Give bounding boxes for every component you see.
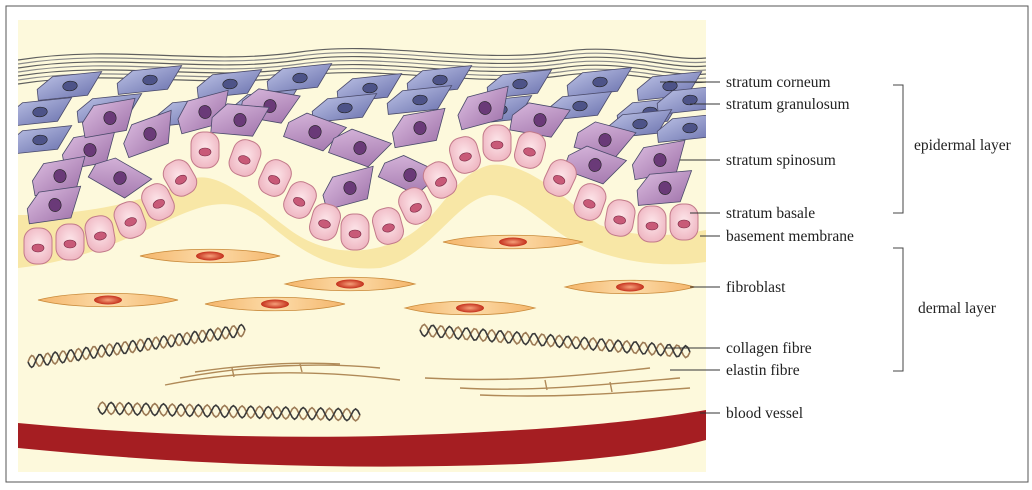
- label-epidermal-layer: epidermal layer: [914, 137, 1012, 154]
- fibroblast-nucleus: [336, 280, 364, 289]
- fibroblast-nucleus: [499, 238, 527, 247]
- label-blood-vessel: blood vessel: [726, 405, 803, 422]
- basale-cell-nucleus: [678, 220, 690, 228]
- basale-cell: [341, 214, 369, 250]
- label-elastin-fibre: elastin fibre: [726, 362, 800, 379]
- fibroblast-nucleus: [616, 283, 644, 292]
- label-fibroblast: fibroblast: [726, 279, 786, 296]
- basale-cell: [638, 206, 666, 242]
- label-basement-membrane: basement membrane: [726, 228, 854, 245]
- label-stratum-corneum: stratum corneum: [726, 74, 831, 91]
- label-stratum-basale: stratum basale: [726, 205, 815, 222]
- basale-cell: [24, 228, 52, 264]
- fibroblast-nucleus: [456, 304, 484, 313]
- fibroblast-nucleus: [261, 300, 289, 309]
- basale-cell: [56, 224, 84, 260]
- fibroblast-nucleus: [196, 252, 224, 261]
- basale-cell: [483, 125, 511, 161]
- basale-cell: [670, 204, 698, 240]
- group-brackets: [893, 85, 903, 371]
- label-collagen-fibre: collagen fibre: [726, 340, 812, 357]
- basale-cell-nucleus: [349, 230, 361, 238]
- label-stratum-granulosum: stratum granulosum: [726, 96, 850, 113]
- basale-cell-nucleus: [491, 141, 503, 149]
- basale-cell-nucleus: [32, 244, 44, 252]
- basale-cell-nucleus: [646, 222, 658, 230]
- label-dermal-layer: dermal layer: [918, 300, 997, 317]
- fibroblast-nucleus: [94, 296, 122, 305]
- basale-cell-nucleus: [199, 148, 211, 156]
- basale-cell: [191, 132, 219, 168]
- basale-cell-nucleus: [64, 240, 76, 248]
- label-stratum-spinosum: stratum spinosum: [726, 152, 836, 169]
